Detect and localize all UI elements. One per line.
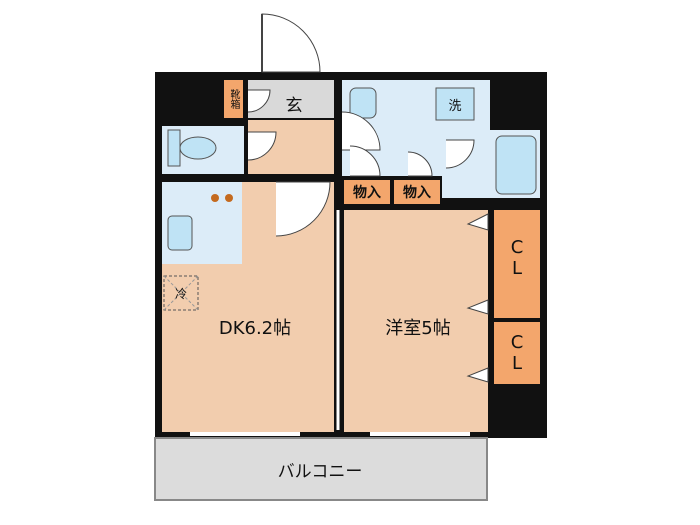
storage-left <box>344 180 390 204</box>
washer-box <box>435 87 475 121</box>
door-swing-dk <box>275 181 331 237</box>
label-western-room: 洋室5帖 <box>385 318 451 339</box>
storage-right <box>394 180 440 204</box>
closet-door-marker <box>466 213 489 231</box>
bathtub <box>495 135 537 195</box>
label-washer: 洗 <box>448 98 462 114</box>
fridge-diagonal <box>163 275 199 311</box>
label-dk: DK6.2帖 <box>218 318 292 339</box>
stove-burner-overlay <box>211 194 219 202</box>
label-genkan: 玄 <box>285 95 303 116</box>
door-swing-bath <box>445 139 475 169</box>
closet-top <box>494 210 540 318</box>
label-storage-right: 物入 <box>403 185 431 201</box>
shoe-box <box>224 80 243 118</box>
closet-door-marker <box>466 367 489 383</box>
stove-burner-overlay <box>225 194 233 202</box>
label-balcony: バルコニー <box>277 461 363 482</box>
toilet-bowl <box>179 136 217 160</box>
kitchen-sink-overlay <box>167 215 193 251</box>
western-room-floor <box>344 210 488 432</box>
entry-door-swing <box>261 13 321 73</box>
label-storage-left: 物入 <box>353 185 381 201</box>
label-closet-top: CL <box>506 237 528 279</box>
label-fridge: 冷 <box>174 286 187 301</box>
closet-door-marker <box>466 299 489 315</box>
label-shoe-box: 靴箱 <box>228 89 239 109</box>
closet-bottom <box>494 322 540 384</box>
door-swing-wash <box>341 111 381 151</box>
door-swing-genkan <box>247 89 271 113</box>
fridge-diagonal <box>163 275 199 311</box>
fridge-space <box>163 275 199 311</box>
label-closet-bottom: CL <box>506 332 528 374</box>
balcony <box>154 437 488 501</box>
door-swing-storage <box>349 145 381 177</box>
door-swing-storage-2 <box>407 151 433 177</box>
toilet-tank <box>167 129 181 167</box>
door-swing-toilet <box>247 131 277 161</box>
